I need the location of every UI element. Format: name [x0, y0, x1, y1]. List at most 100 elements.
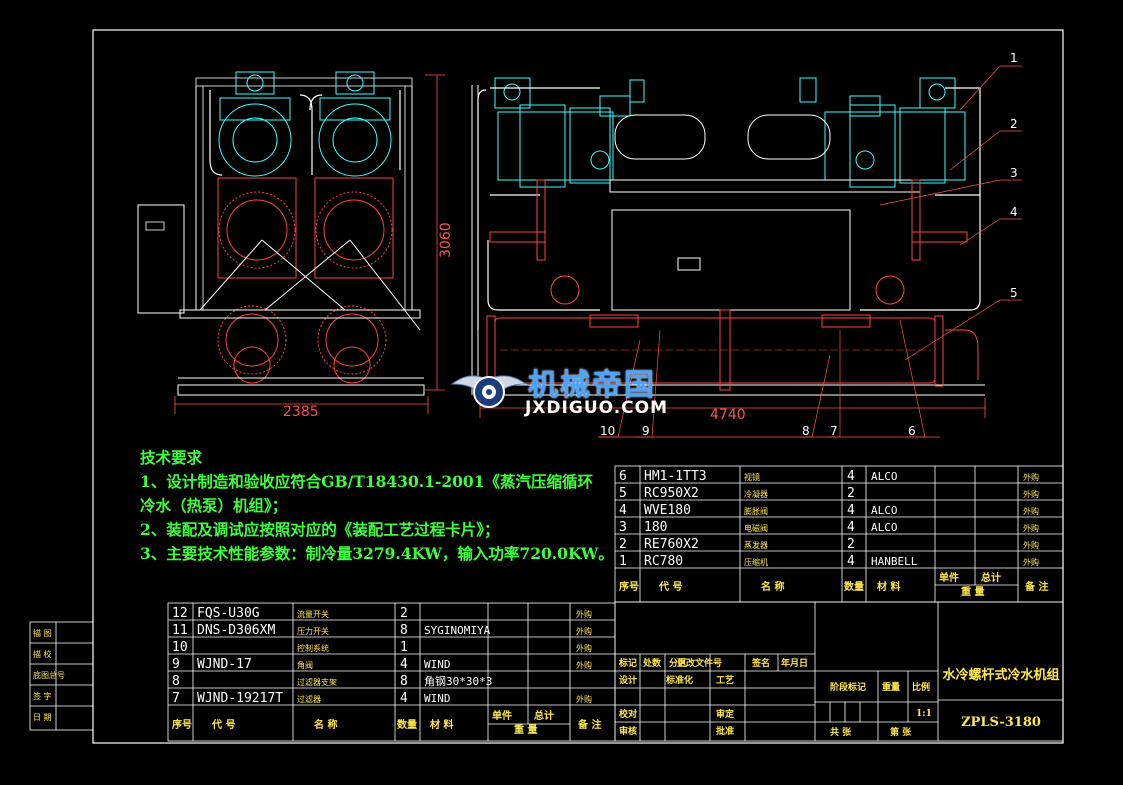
callout-5: 5 — [1010, 286, 1018, 300]
notes-line-3: 2、装配及调试应按照对应的《装配工艺过程卡片》； — [140, 520, 500, 539]
tb-audit: 审核 — [619, 725, 637, 737]
bom-lower-row-1-name: 压力开关 — [297, 626, 329, 636]
compressor-right — [318, 71, 392, 177]
bom-upper-header-material: 材 料 — [877, 580, 900, 593]
tb-review: 审定 — [716, 708, 735, 720]
bom-upper-row-0-name: 视镜 — [744, 472, 760, 482]
tb-scale: 1:1 — [916, 709, 932, 719]
bom-lower-row-0-code: FQS-U30G — [197, 606, 260, 621]
dimension-height: 3060 — [438, 222, 454, 258]
bom-lower-row-0-qty: 2 — [400, 606, 408, 621]
bom-lower-row-3-qty: 4 — [400, 657, 408, 672]
bom-lower-header-unit: 单件 — [492, 709, 512, 722]
bom-upper-row-1-code: RC950X2 — [644, 486, 699, 501]
bom-upper-row-5-material: HANBELL — [871, 555, 918, 568]
compressor-front-right — [824, 95, 966, 188]
title-block-grid — [614, 601, 1064, 742]
bom-upper-row-2-remark: 外购 — [1023, 506, 1039, 516]
bom-upper-row-0-remark: 外购 — [1023, 472, 1039, 482]
bom-lower-row-0-remark: 外购 — [576, 609, 592, 619]
bom-upper-row-5-name: 压缩机 — [744, 557, 768, 567]
watermark: 机械帝国 JXDIGUO.COM — [420, 360, 720, 422]
watermark-main: 机械帝国 — [528, 368, 656, 403]
bom-upper-header-remark: 备 注 — [1024, 580, 1048, 593]
bom-upper-row-4-name: 蒸发器 — [744, 540, 768, 550]
bom-lower-row-5-qty: 4 — [400, 691, 408, 706]
bom-upper — [614, 465, 1064, 603]
condenser-left — [217, 177, 297, 279]
bom-upper-row-3-name: 电磁阀 — [744, 523, 768, 533]
dimension-width-left: 2385 — [283, 404, 319, 420]
compressor-front-left — [497, 95, 631, 188]
bom-lower-header-qty: 数量 — [397, 718, 417, 731]
bom-lower-row-1-qty: 8 — [400, 623, 408, 638]
bom-lower-header-remark: 备 注 — [577, 718, 601, 731]
tb-date: 年月日 — [781, 657, 808, 669]
bom-upper-row-1-name: 冷凝器 — [744, 489, 768, 499]
bom-upper-header-unit: 单件 — [939, 571, 959, 584]
bom-upper-row-1-remark: 外购 — [1023, 489, 1039, 499]
bom-lower-row-3-name: 角阀 — [297, 660, 313, 670]
side-strip-label-1: 描 图 — [33, 628, 52, 638]
evaporator-heads — [217, 305, 387, 384]
notes-heading: 技术要求 — [140, 448, 203, 467]
side-view: 3060 2385 — [137, 71, 454, 420]
bom-lower-row-3-code: WJND-17 — [197, 657, 252, 672]
callout-9: 9 — [642, 424, 650, 438]
bom-lower-header-no: 序号 — [172, 718, 192, 731]
callout-7: 7 — [830, 424, 838, 438]
bom-upper-row-2-code: WVE180 — [644, 503, 691, 518]
bom-lower-row-1-material: SYGINOMIYA — [424, 624, 491, 637]
callout-1: 1 — [1010, 51, 1018, 65]
bom-lower-row-5-no: 7 — [172, 691, 180, 706]
bom-upper-row-3-no: 3 — [619, 520, 627, 535]
tb-approve: 批准 — [716, 725, 734, 737]
tb-design: 设计 — [619, 674, 637, 686]
bom-lower-row-0-name: 流量开关 — [297, 609, 329, 619]
bom-lower-header-code: 代 号 — [211, 718, 235, 731]
bom-lower-row-3-material: WIND — [424, 658, 451, 671]
bom-upper-row-3-qty: 4 — [847, 520, 855, 535]
bom-lower-header-name: 名 称 — [314, 718, 337, 731]
tb-process: 工艺 — [716, 674, 734, 686]
bom-upper-row-0-code: HM1-1TT3 — [644, 469, 707, 484]
bom-lower-row-0-no: 12 — [172, 606, 188, 621]
tb-change-doc: 更改文件号 — [677, 657, 722, 669]
notes-line-2: 冷水（热泵）机组》； — [140, 496, 288, 515]
bom-lower-row-4-name: 过滤器支架 — [297, 677, 337, 687]
gear-wing-icon — [450, 375, 528, 408]
drawing-frame — [92, 29, 1064, 744]
compressor-left — [218, 71, 292, 177]
tb-check: 校对 — [619, 708, 637, 720]
bom-upper-header-weight: 重 量 — [961, 585, 984, 598]
bom-lower-row-3-no: 9 — [172, 657, 180, 672]
bom-lower-header-total: 总计 — [534, 709, 554, 722]
product-name: 水冷螺杆式冷水机组 — [942, 668, 1060, 683]
bom-upper-header-no: 序号 — [619, 580, 639, 593]
bom-lower-row-2-no: 10 — [172, 640, 188, 655]
bom-upper-row-4-no: 2 — [619, 537, 627, 552]
side-strip — [29, 621, 94, 731]
bom-upper-row-5-no: 1 — [619, 554, 627, 569]
bom-lower-row-5-material: WIND — [424, 692, 451, 705]
notes-line-1: 1、设计制造和验收应符合GB/T18430.1-2001《蒸汽压缩循环 — [140, 472, 593, 491]
bom-upper-header-qty: 数量 — [844, 580, 864, 593]
bom-upper-row-2-no: 4 — [619, 503, 627, 518]
tb-count: 处数 — [642, 657, 662, 669]
bom-lower-row-4-qty: 8 — [400, 674, 408, 689]
bom-upper-row-0-no: 6 — [619, 469, 627, 484]
bom-lower-row-5-name: 过滤器 — [297, 694, 321, 704]
bom-lower-row-5-remark: 外购 — [576, 694, 592, 704]
bom-upper-row-2-material: ALCO — [871, 504, 898, 517]
tb-zone: 分区 — [669, 657, 687, 669]
dimension-width-right: 4740 — [710, 407, 746, 423]
bom-lower-row-4-no: 8 — [172, 674, 180, 689]
bom-lower-row-1-code: DNS-D306XM — [197, 623, 275, 638]
side-strip-label-5: 日 期 — [33, 713, 52, 722]
bom-upper-row-2-qty: 4 — [847, 503, 855, 518]
bom-upper-row-5-code: RC780 — [644, 554, 683, 569]
bom-lower-row-1-remark: 外购 — [576, 626, 592, 636]
bom-upper-header-code: 代 号 — [658, 580, 682, 593]
callout-3: 3 — [1010, 166, 1018, 180]
